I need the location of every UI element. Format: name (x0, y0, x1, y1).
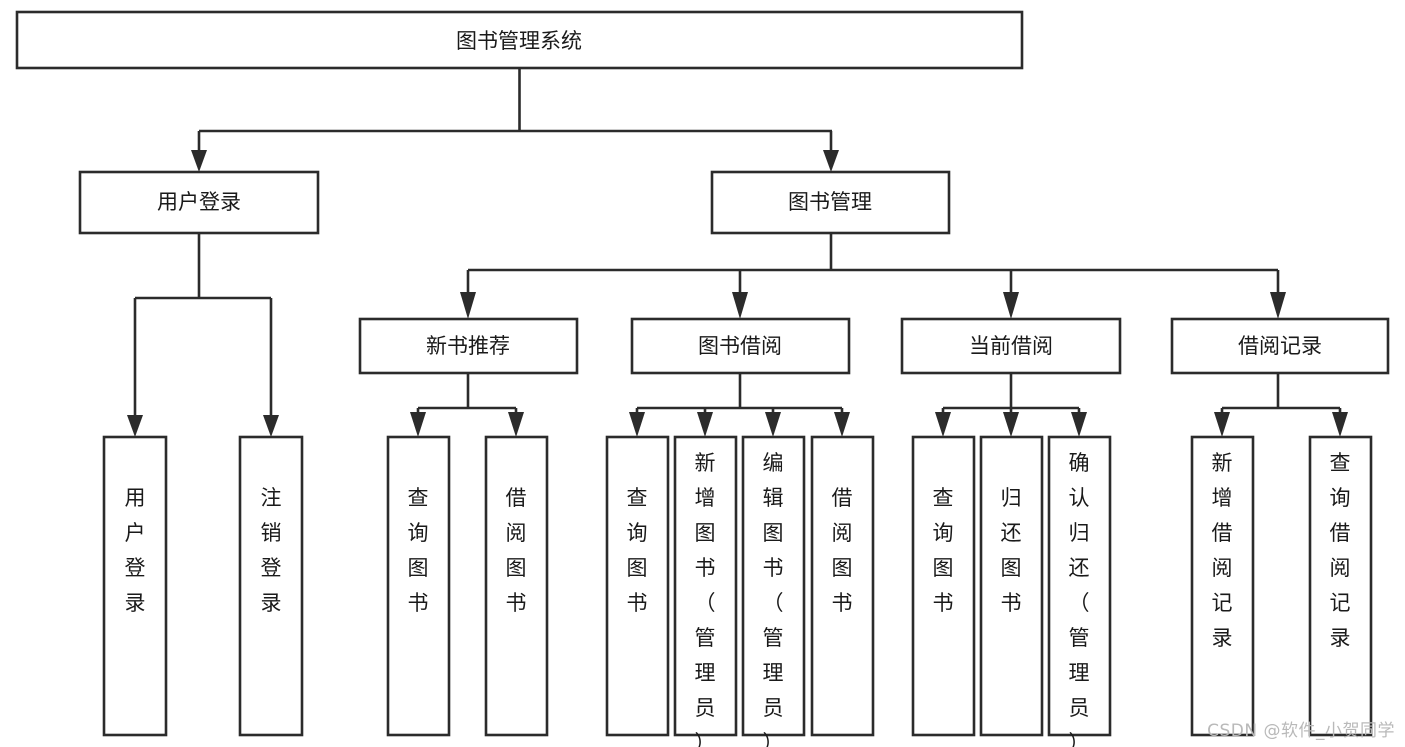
leaf-l-cur-return-book[interactable]: 归还图书 (979, 435, 1044, 737)
arrowhead-l-rec-add-record (1214, 412, 1230, 437)
arrowhead-l-user-logout (263, 415, 279, 437)
leaf-l-brw-add-book-label: 新增图书（管理员） (695, 451, 716, 747)
arrowhead-l-brw-query-book (629, 412, 645, 437)
leaf-l-brw-query-book-label: 查询图书 (627, 486, 648, 615)
node-current-borrow-label: 当前借阅 (969, 334, 1053, 358)
leaf-l-rec-query-book[interactable]: 查询图书 (386, 435, 451, 737)
leaf-l-brw-borrow-book[interactable]: 借阅图书 (810, 435, 875, 737)
node-user-login-label: 用户登录 (157, 190, 241, 214)
leaf-l-cur-query-book-box[interactable] (911, 435, 976, 737)
leaf-l-cur-confirm-return[interactable]: 确认归还（管理员） (1047, 435, 1112, 747)
node-borrow-record-label: 借阅记录 (1238, 334, 1322, 358)
arrowhead-l-cur-query-book (935, 412, 951, 437)
node-root-box[interactable] (15, 10, 1024, 70)
leaf-l-user-login-box[interactable] (102, 435, 168, 737)
node-new-book-rec-label: 新书推荐 (426, 334, 510, 358)
node-root-label: 图书管理系统 (456, 29, 582, 53)
leaf-l-brw-query-book[interactable]: 查询图书 (605, 435, 670, 737)
connector-layer (127, 68, 1348, 437)
leaf-l-rec-add-record-box[interactable] (1190, 435, 1255, 737)
leaf-l-rec-query-book-box[interactable] (386, 435, 451, 737)
leaf-l-rec-borrow-book-box[interactable] (484, 435, 549, 737)
node-current-borrow[interactable]: 当前借阅 (900, 317, 1122, 375)
arrowhead-l-rec-query-record (1332, 412, 1348, 437)
leaf-l-rec-query-record-label: 查询借阅记录 (1330, 451, 1351, 650)
leaf-l-rec-add-record[interactable]: 新增借阅记录 (1190, 435, 1255, 737)
arrowhead-l-cur-confirm-return (1071, 412, 1087, 437)
leaf-l-brw-borrow-book-box[interactable] (810, 435, 875, 737)
node-user-login-box[interactable] (78, 170, 320, 235)
leaf-l-user-login[interactable]: 用户登录 (102, 435, 168, 737)
arrowhead-l-user-login (127, 415, 143, 437)
arrowhead-l-brw-add-book (697, 412, 713, 437)
leaf-l-user-logout-label: 注销登录 (261, 486, 282, 615)
leaf-l-brw-edit-book-label: 编辑图书（管理员） (763, 451, 784, 747)
leaf-l-rec-query-record-box[interactable] (1308, 435, 1373, 737)
node-new-book-rec[interactable]: 新书推荐 (358, 317, 579, 375)
arrowhead-l-cur-return-book (1003, 412, 1019, 437)
arrowhead-book-borrow (732, 292, 748, 319)
leaf-l-cur-confirm-return-label: 确认归还（管理员） (1069, 451, 1090, 747)
node-book-borrow[interactable]: 图书借阅 (630, 317, 851, 375)
node-book-borrow-box[interactable] (630, 317, 851, 375)
arrowhead-l-rec-borrow-book (508, 412, 524, 437)
node-root[interactable]: 图书管理系统 (15, 10, 1024, 70)
leaf-l-user-logout[interactable]: 注销登录 (238, 435, 304, 737)
leaf-l-user-login-label: 用户登录 (125, 486, 146, 615)
arrowhead-new-book-rec (460, 292, 476, 319)
leaf-l-brw-edit-book[interactable]: 编辑图书（管理员） (741, 435, 806, 747)
leaf-l-cur-query-book[interactable]: 查询图书 (911, 435, 976, 737)
node-book-mgmt-label: 图书管理 (788, 190, 872, 214)
leaf-l-rec-add-record-label: 新增借阅记录 (1212, 451, 1233, 650)
leaf-l-brw-edit-book-box[interactable] (741, 435, 806, 737)
node-user-login[interactable]: 用户登录 (78, 170, 320, 235)
leaf-l-rec-query-record[interactable]: 查询借阅记录 (1308, 435, 1373, 737)
leaf-l-brw-borrow-book-label: 借阅图书 (832, 486, 853, 615)
leaf-l-brw-add-book[interactable]: 新增图书（管理员） (673, 435, 738, 747)
arrowhead-borrow-record (1270, 292, 1286, 319)
leaf-l-user-logout-box[interactable] (238, 435, 304, 737)
leaf-l-cur-return-book-label: 归还图书 (1001, 486, 1022, 615)
leaf-l-brw-query-book-box[interactable] (605, 435, 670, 737)
arrowhead-l-rec-query-book (410, 412, 426, 437)
arrowhead-l-brw-edit-book (765, 412, 781, 437)
node-new-book-rec-box[interactable] (358, 317, 579, 375)
node-book-mgmt-box[interactable] (710, 170, 951, 235)
arrowhead-current-borrow (1003, 292, 1019, 319)
arrowhead-book-mgmt (823, 150, 839, 172)
leaf-l-cur-query-book-label: 查询图书 (933, 486, 954, 615)
node-book-mgmt[interactable]: 图书管理 (710, 170, 951, 235)
node-current-borrow-box[interactable] (900, 317, 1122, 375)
leaf-l-cur-return-book-box[interactable] (979, 435, 1044, 737)
leaf-l-rec-borrow-book-label: 借阅图书 (506, 486, 527, 615)
leaf-l-brw-add-book-box[interactable] (673, 435, 738, 737)
leaf-l-cur-confirm-return-box[interactable] (1047, 435, 1112, 737)
node-book-borrow-label: 图书借阅 (698, 334, 782, 358)
leaf-l-rec-query-book-label: 查询图书 (408, 486, 429, 615)
node-borrow-record[interactable]: 借阅记录 (1170, 317, 1390, 375)
node-borrow-record-box[interactable] (1170, 317, 1390, 375)
arrowhead-user-login (191, 150, 207, 172)
leaf-l-rec-borrow-book[interactable]: 借阅图书 (484, 435, 549, 737)
arrowhead-l-brw-borrow-book (834, 412, 850, 437)
